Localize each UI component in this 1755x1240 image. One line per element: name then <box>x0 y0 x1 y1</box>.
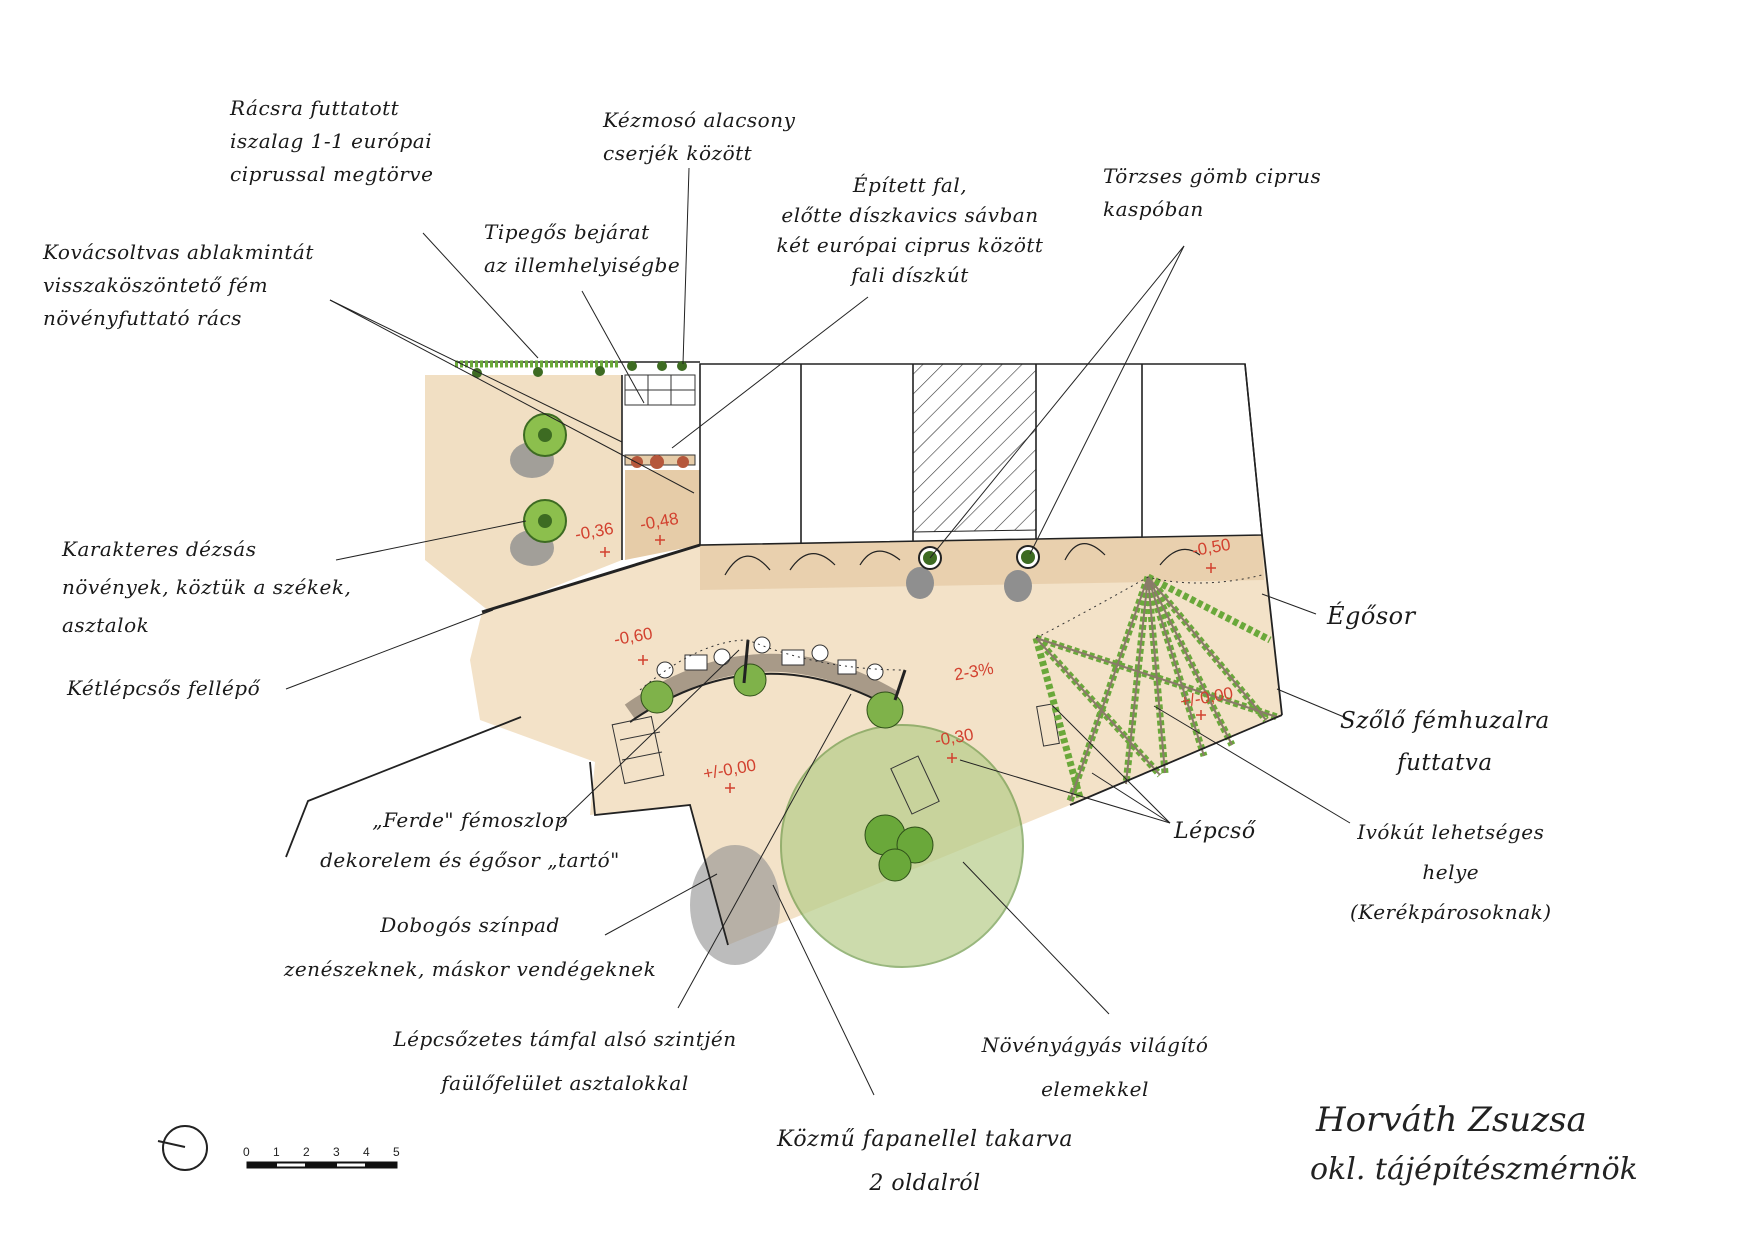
note-lit-planter: Növényágyás világító elemekkel <box>981 1033 1209 1101</box>
door-swings <box>724 543 1201 576</box>
light-string <box>639 574 1263 691</box>
terrace-lower-area <box>625 470 700 560</box>
note-light-string: Égősor <box>1327 602 1416 630</box>
annotation-leader-lines <box>285 167 1351 1096</box>
wall-fountain-pots <box>631 455 689 469</box>
bench-shrubs <box>640 663 904 729</box>
potted-tree <box>510 499 567 566</box>
gravel-strip-hatched <box>912 363 1037 533</box>
signature-name: Horváth Zsuzsa <box>1316 1100 1587 1140</box>
note-stepping-entrance: Tipegős bejárat az illemhelyiségbe <box>484 220 681 277</box>
note-wrought-iron-trellis: Kovácsoltvas ablakmintát visszaköszöntet… <box>43 240 314 330</box>
scale-label: 5 <box>393 1145 400 1159</box>
scale-label: 4 <box>363 1145 370 1159</box>
note-slanted-pole: „Ferde" fémoszlop dekorelem és égősor „t… <box>320 808 620 872</box>
signature-title: okl. tájépítészmérnök <box>1310 1152 1638 1187</box>
building-edge-band <box>700 535 1264 590</box>
slanted-poles <box>742 639 907 701</box>
scale-label: 2 <box>303 1145 310 1159</box>
note-two-step-platform: Kétlépcsős fellépő <box>67 676 261 700</box>
note-stage: Dobogós színpad zenészeknek, máskor vend… <box>283 913 657 981</box>
planter-shrubs <box>864 814 934 882</box>
note-utility-cover: Közmű fapanellel takarva 2 oldalról <box>777 1127 1073 1196</box>
note-grape-wire: Szőlő fémhuzalra futtatva <box>1340 708 1550 776</box>
north-arrow <box>157 1125 208 1171</box>
grape-vine-wires <box>1032 573 1279 803</box>
note-potted-plants: Karakteres dézsás növények, köztük a szé… <box>62 537 352 637</box>
scale-label: 1 <box>273 1145 280 1159</box>
scale-label: 0 <box>243 1145 250 1159</box>
note-trellis-clematis: Rácsra futtatott iszalag 1-1 európai cip… <box>230 96 434 186</box>
note-handwash: Kézmosó alacsony cserjék között <box>603 108 796 165</box>
plot-boundary <box>285 534 1283 946</box>
scale-bar <box>246 1161 398 1169</box>
potted-tree <box>510 413 567 478</box>
note-standard-cypress: Törzses gömb ciprus kaspóban <box>1103 164 1322 221</box>
note-built-wall: Épített fal, előtte díszkavics sávban ké… <box>776 173 1044 287</box>
left-terrace-paving <box>425 375 622 612</box>
scale-label: 3 <box>333 1145 340 1159</box>
elevation-points <box>600 535 1216 793</box>
standard-cypress-pot <box>1004 545 1040 602</box>
right-stairs <box>890 703 1060 815</box>
note-drinking-fountain: Ivókút lehetséges helye (Kerékpárosoknak… <box>1350 820 1552 924</box>
note-stairs: Lépcső <box>1174 819 1256 844</box>
note-terraced-wall: Lépcsőzetes támfal alsó szintjén faülőfe… <box>393 1027 737 1095</box>
